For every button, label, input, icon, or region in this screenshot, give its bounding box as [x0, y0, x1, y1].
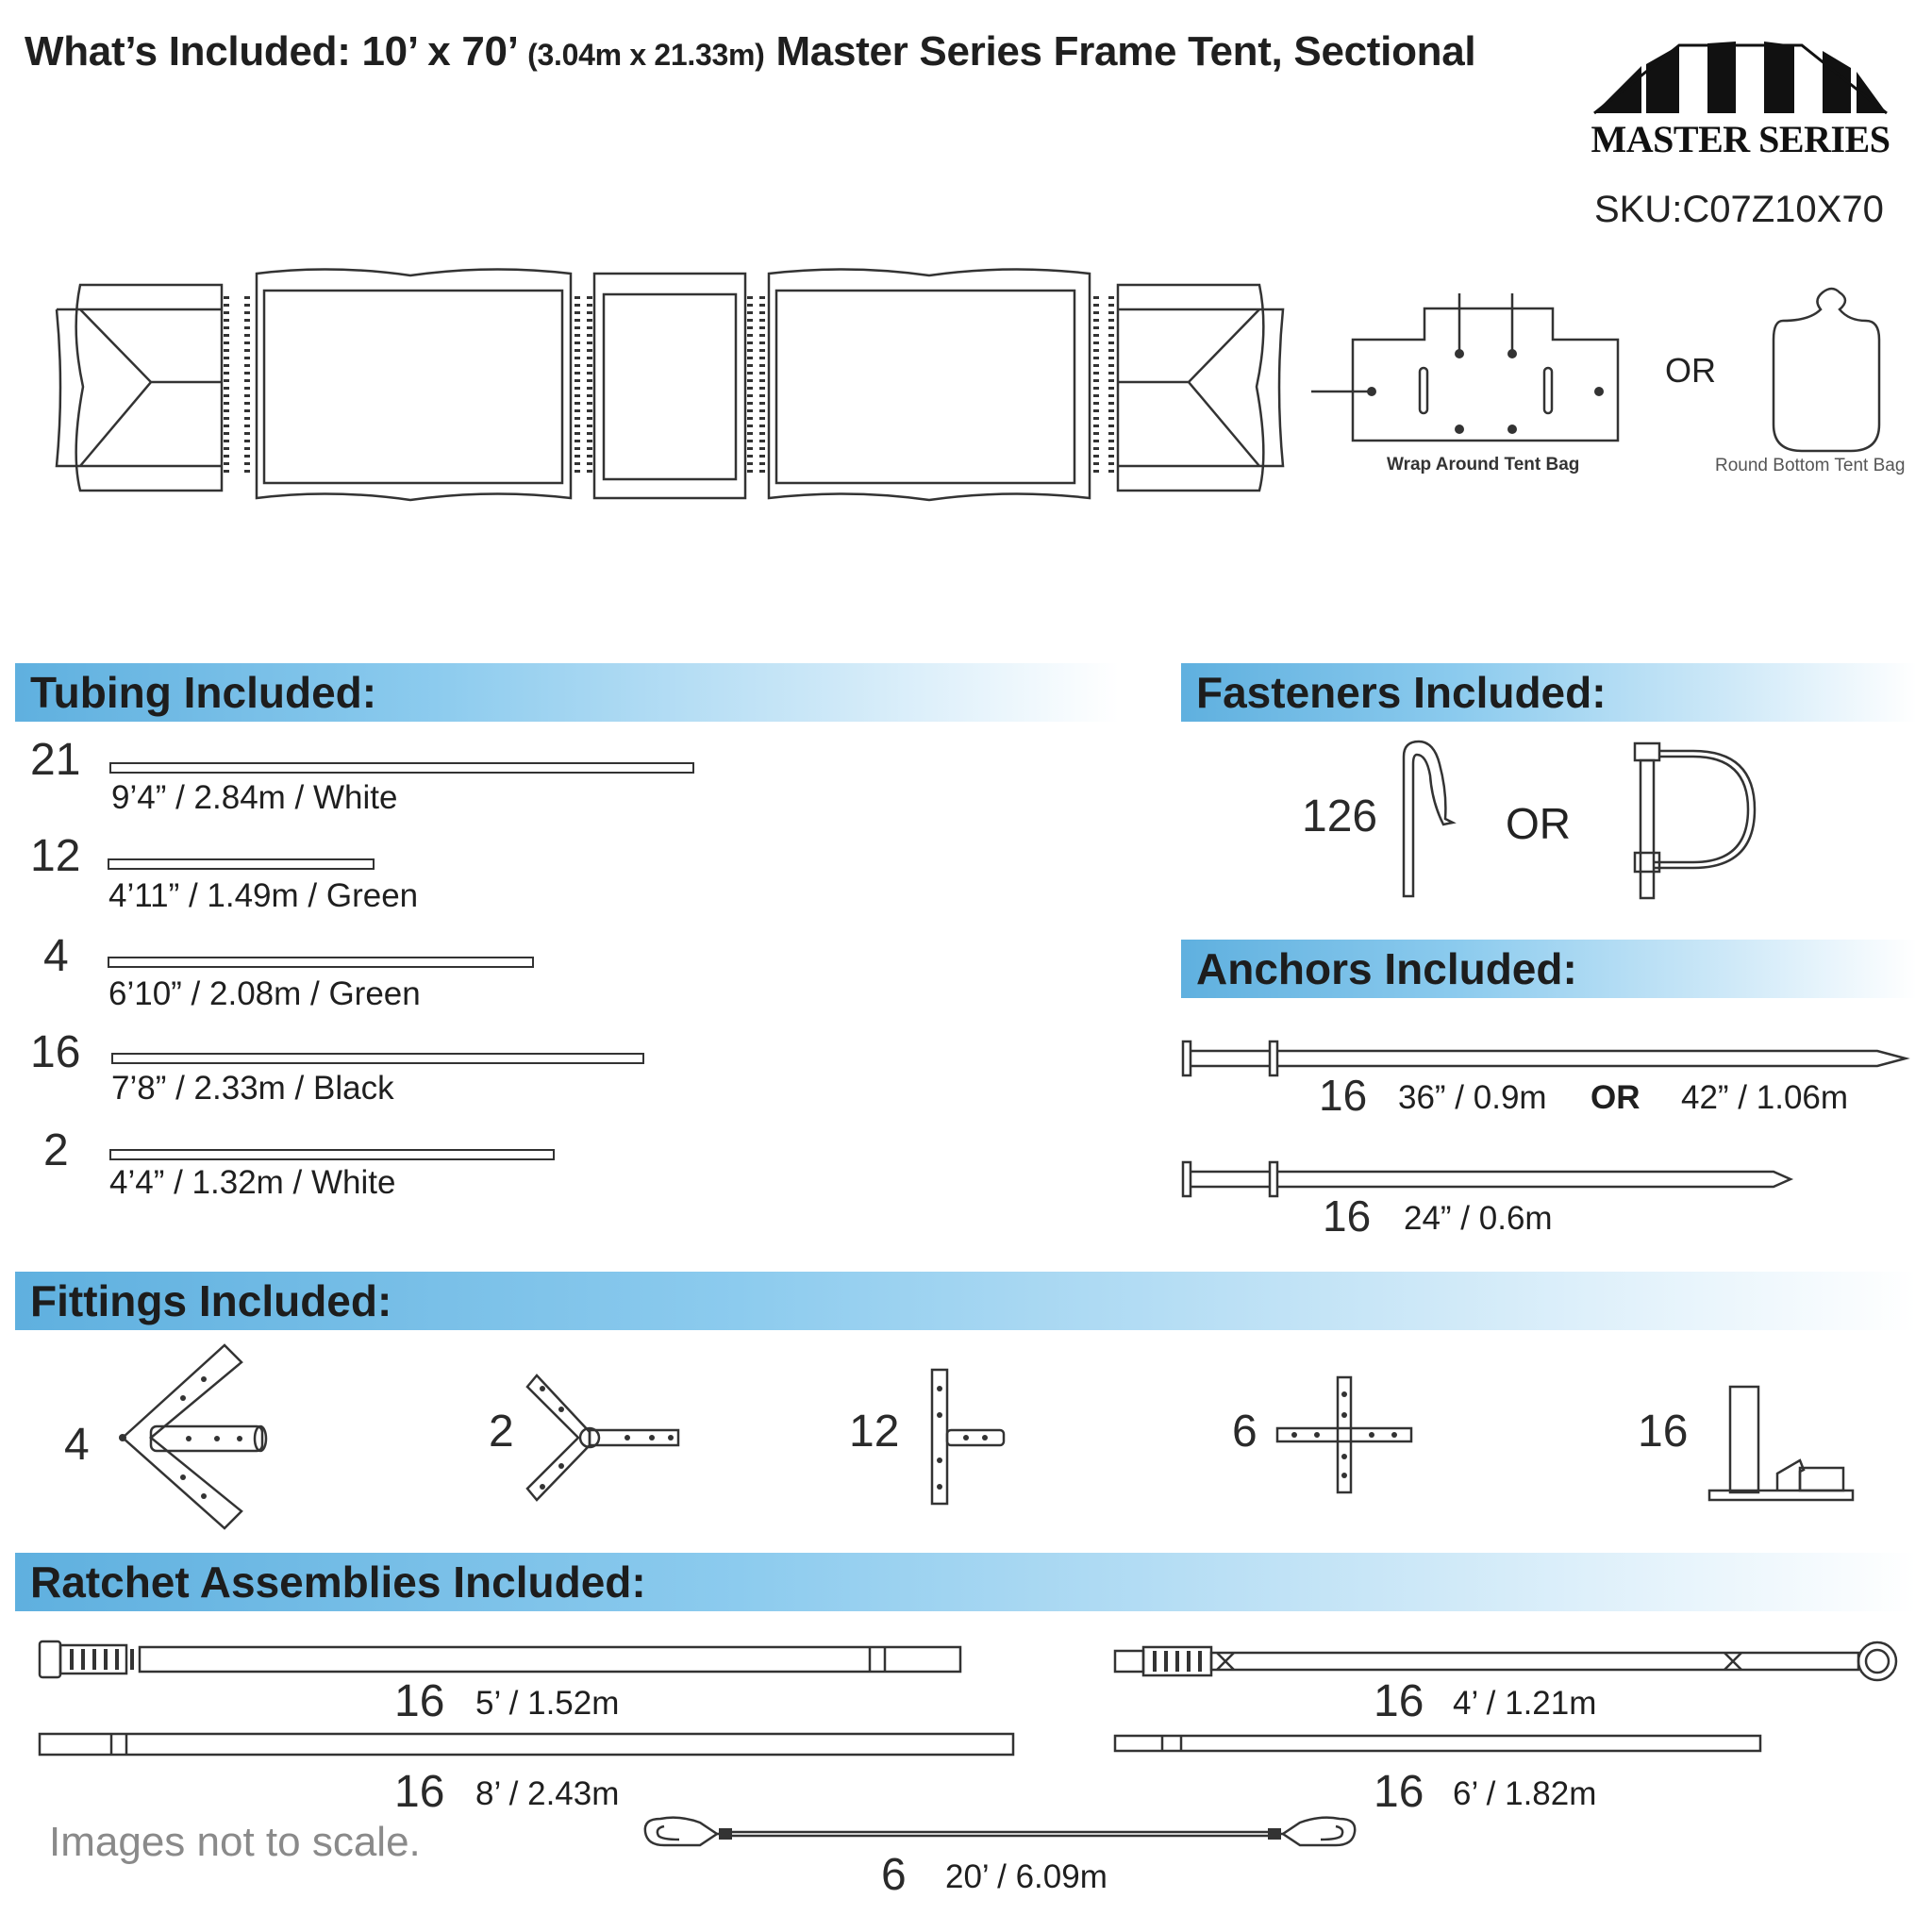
tubing-bar-4: [111, 1053, 644, 1064]
strap-8ft-icon: [38, 1732, 1015, 1757]
long-anchor-or: OR: [1591, 1079, 1641, 1116]
ratchet-spec-2: 8’ / 2.43m: [475, 1775, 620, 1812]
short-anchor-stake-icon: [1181, 1160, 1794, 1198]
tubing-spec-1: 9’4” / 2.84m / White: [111, 779, 398, 816]
fitting-qty-4: 6: [1232, 1407, 1257, 1457]
fitting-qty-5: 16: [1638, 1407, 1689, 1457]
fasteners-section-title: Fasteners Included:: [1196, 668, 1607, 717]
ridge-fitting-icon: [119, 1343, 268, 1530]
long-anchor-spec-b: 42” / 1.06m: [1681, 1079, 1849, 1116]
tubing-section-title: Tubing Included:: [30, 668, 377, 717]
fitting-qty-1: 4: [64, 1420, 90, 1470]
round-bottom-tent-bag-icon: [1772, 287, 1881, 453]
ratchets-section-title: Ratchet Assemblies Included:: [30, 1557, 646, 1607]
ratchet-qty-2: 16: [394, 1767, 445, 1817]
tubing-spec-2: 4’11” / 1.49m / Green: [108, 877, 419, 914]
logo-text: MASTER SERIES: [1591, 118, 1890, 160]
ratchet-qty-1: 16: [394, 1676, 445, 1726]
ratchet-qty-4: 16: [1374, 1767, 1424, 1817]
tubing-bar-3: [108, 957, 534, 968]
fitting-qty-2: 2: [489, 1407, 514, 1457]
tubing-qty-4: 16: [30, 1027, 81, 1077]
round-bag-label: Round Bottom Tent Bag: [1715, 456, 1906, 475]
ratchet-spec-3: 4’ / 1.21m: [1453, 1685, 1597, 1722]
tubing-qty-2: 12: [30, 831, 81, 881]
wrap-around-tent-bag-icon: [1311, 293, 1620, 442]
tubing-spec-5: 4’4” / 1.32m / White: [109, 1164, 396, 1201]
long-anchor-spec-a: 36” / 0.9m: [1398, 1079, 1547, 1116]
long-anchor-stake-icon: [1181, 1040, 1910, 1077]
cross-fitting-icon: [1275, 1375, 1413, 1494]
ratchet-spec-4: 6’ / 1.82m: [1453, 1775, 1597, 1812]
tent-sections-diagram: [55, 268, 1285, 502]
tubing-bar-2: [108, 858, 375, 870]
tubing-section-header: Tubing Included:: [15, 663, 1119, 722]
strap-6ft-icon: [1113, 1734, 1762, 1753]
bag-or-label: OR: [1665, 351, 1716, 390]
sku-label: SKU:C07Z10X70: [1594, 189, 1884, 230]
cable-with-snap-hooks-icon: [643, 1816, 1357, 1847]
wrap-bag-label: Wrap Around Tent Bag: [1387, 455, 1580, 475]
tubing-bar-1: [109, 762, 694, 774]
anchors-section-header: Anchors Included:: [1181, 940, 1917, 998]
scale-note: Images not to scale.: [49, 1819, 421, 1865]
base-plate-icon: [1707, 1385, 1855, 1502]
pin-clip-icon: [1402, 740, 1457, 898]
ratchet-qty-5: 6: [881, 1850, 907, 1900]
fittings-section-header: Fittings Included:: [15, 1272, 1917, 1330]
fasteners-section-header: Fasteners Included:: [1181, 663, 1917, 722]
tubing-qty-5: 2: [43, 1125, 69, 1175]
lynch-pin-icon: [1633, 741, 1757, 900]
fitting-qty-3: 12: [849, 1407, 900, 1457]
fastener-qty: 126: [1302, 791, 1378, 841]
fastener-or-label: OR: [1506, 799, 1571, 848]
fittings-section-title: Fittings Included:: [30, 1276, 392, 1325]
short-anchor-spec: 24” / 0.6m: [1404, 1200, 1553, 1237]
ratchet-spec-1: 5’ / 1.52m: [475, 1685, 620, 1722]
tubing-qty-3: 4: [43, 931, 69, 981]
ratchet-qty-3: 16: [1374, 1676, 1424, 1726]
y-fitting-icon: [525, 1374, 680, 1502]
anchors-section-title: Anchors Included:: [1196, 944, 1577, 993]
ratchet-strap-4ft-icon: [1113, 1641, 1898, 1682]
ratchets-section-header: Ratchet Assemblies Included:: [15, 1553, 1917, 1611]
tubing-spec-4: 7’8” / 2.33m / Black: [111, 1070, 394, 1107]
ratchet-spec-5: 20’ / 6.09m: [945, 1858, 1108, 1895]
tubing-qty-1: 21: [30, 735, 81, 785]
t-fitting-icon: [930, 1368, 1006, 1506]
long-anchor-qty: 16: [1319, 1071, 1368, 1120]
tubing-bar-5: [109, 1149, 555, 1160]
short-anchor-qty: 16: [1323, 1191, 1372, 1241]
page-title: What’s Included: 10’ x 70’ (3.04m x 21.3…: [25, 28, 1476, 75]
ratchet-strap-5ft-icon: [38, 1640, 962, 1679]
tubing-spec-3: 6’10” / 2.08m / Green: [108, 975, 421, 1012]
master-series-logo-icon: [1593, 42, 1888, 115]
